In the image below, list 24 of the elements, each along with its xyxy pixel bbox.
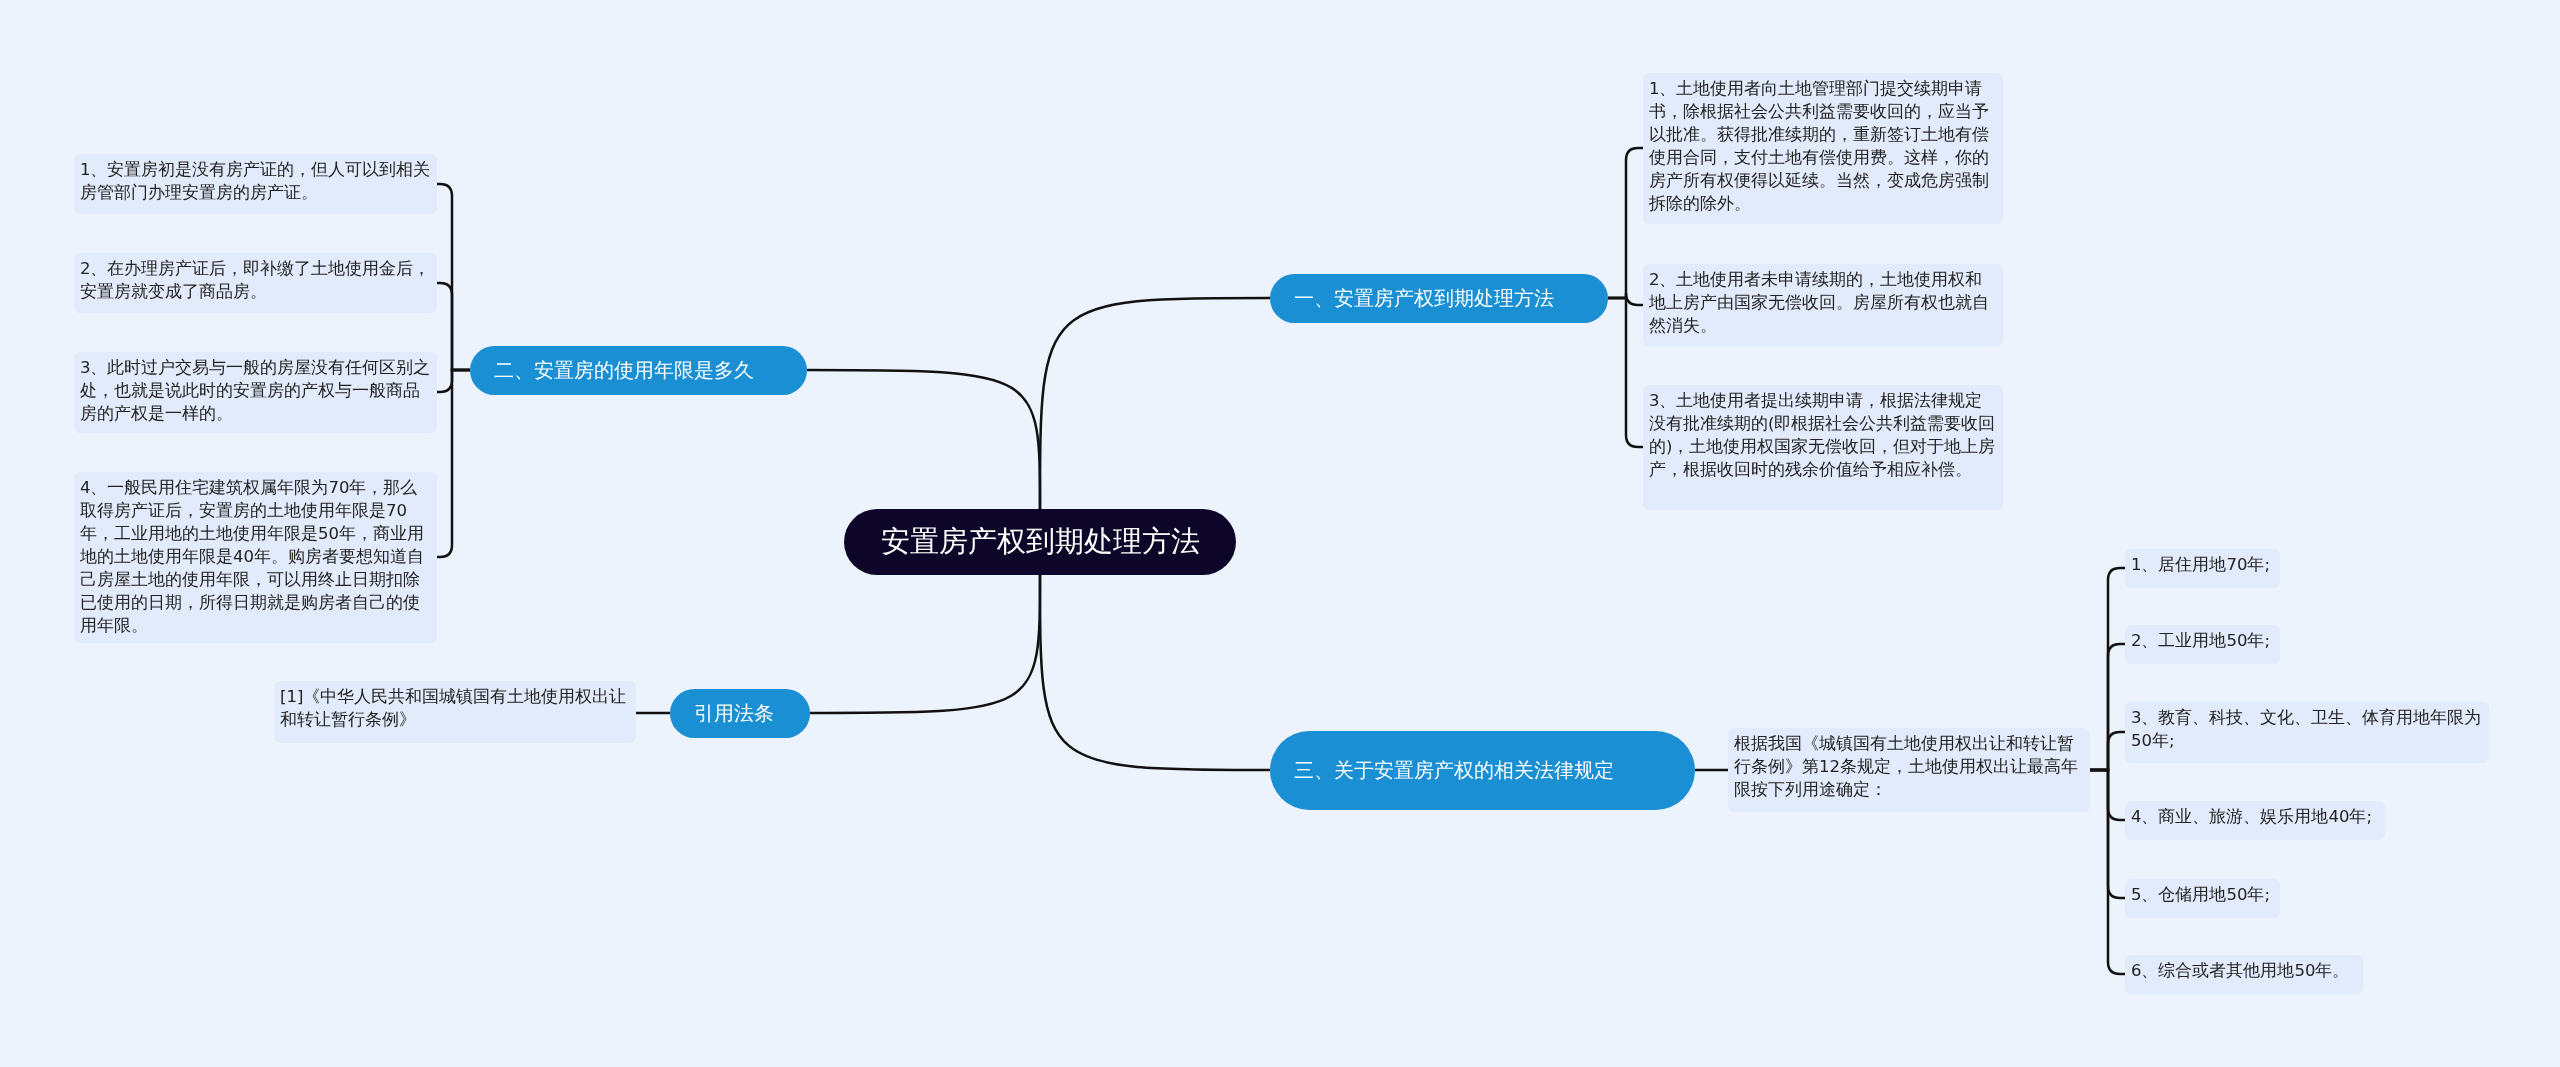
- text-card: 1、安置房初是没有房产证的，但人可以到相关房管部门办理安置房的房产证。: [74, 154, 437, 214]
- connector-line: [1695, 768, 1728, 772]
- text-card: 6、综合或者其他用地50年。: [2125, 954, 2363, 994]
- branch-topic: 二、安置房的使用年限是多久: [470, 345, 807, 395]
- branch-topic: 一、安置房产权到期处理方法: [1270, 273, 1608, 323]
- text-card: 根据我国《城镇国有土地使用权出让和转让暂行条例》第12条规定，土地使用权出让最高年限按下列用途确定：: [1728, 728, 2090, 812]
- text-card: 2、土地使用者未申请续期的，土地使用权和地上房产由国家无偿收回。房屋所有权也就自然消失。: [1643, 264, 2003, 346]
- text-card: 2、在办理房产证后，即补缴了土地使用金后，安置房就变成了商品房。: [74, 253, 437, 313]
- central-topic: 安置房产权到期处理方法: [844, 509, 1236, 575]
- text-card: 1、土地使用者向土地管理部门提交续期申请书，除根据社会公共利益需要收回的，应当予以批准。获得批准续期的，重新签订土地有偿使用合同，支付土地有偿使用费。这样，你的房产所有权便得以延续。当然，变成危房强制拆除的除外。: [1643, 72, 2003, 224]
- connector-line: [810, 575, 1042, 715]
- text-card: 4、一般民用住宅建筑权属年限为70年，那么取得房产证后，安置房的土地使用年限是70年，工业用地的土地使用年限是50年，商业用地的土地使用年限是40年。购房者要想知道自己房屋土地的使用年限，可以用终止日期扣除已使用的日期，所得日期就是购房者自己的使用年限。: [74, 471, 437, 643]
- text-card: 2、工业用地50年;: [2125, 624, 2280, 664]
- text-card: 3、此时过户交易与一般的房屋没有任何区别之处，也就是说此时的安置房的产权与一般商品房的产权是一样的。: [74, 351, 437, 433]
- connector-line: [807, 368, 1042, 509]
- text-card: 1、居住用地70年;: [2125, 548, 2280, 588]
- text-card: 4、商业、旅游、娱乐用地40年;: [2125, 800, 2385, 840]
- text-card: 3、教育、科技、文化、卫生、体育用地年限为50年;: [2125, 701, 2489, 763]
- text-card: 3、土地使用者提出续期申请，根据法律规定没有批准续期的(即根据社会公共利益需要收回的)，土地使用权国家无偿收回，但对于地上房产，根据收回时的残余价值给予相应补偿。: [1643, 384, 2003, 510]
- connector-line: [636, 711, 670, 715]
- text-card: [1]《中华人民共和国城镇国有土地使用权出让和转让暂行条例》: [274, 681, 636, 743]
- branch-topic: 引用法条: [670, 688, 810, 738]
- text-card: 5、仓储用地50年;: [2125, 878, 2280, 918]
- branch-topic: 三、关于安置房产权的相关法律规定: [1270, 730, 1695, 810]
